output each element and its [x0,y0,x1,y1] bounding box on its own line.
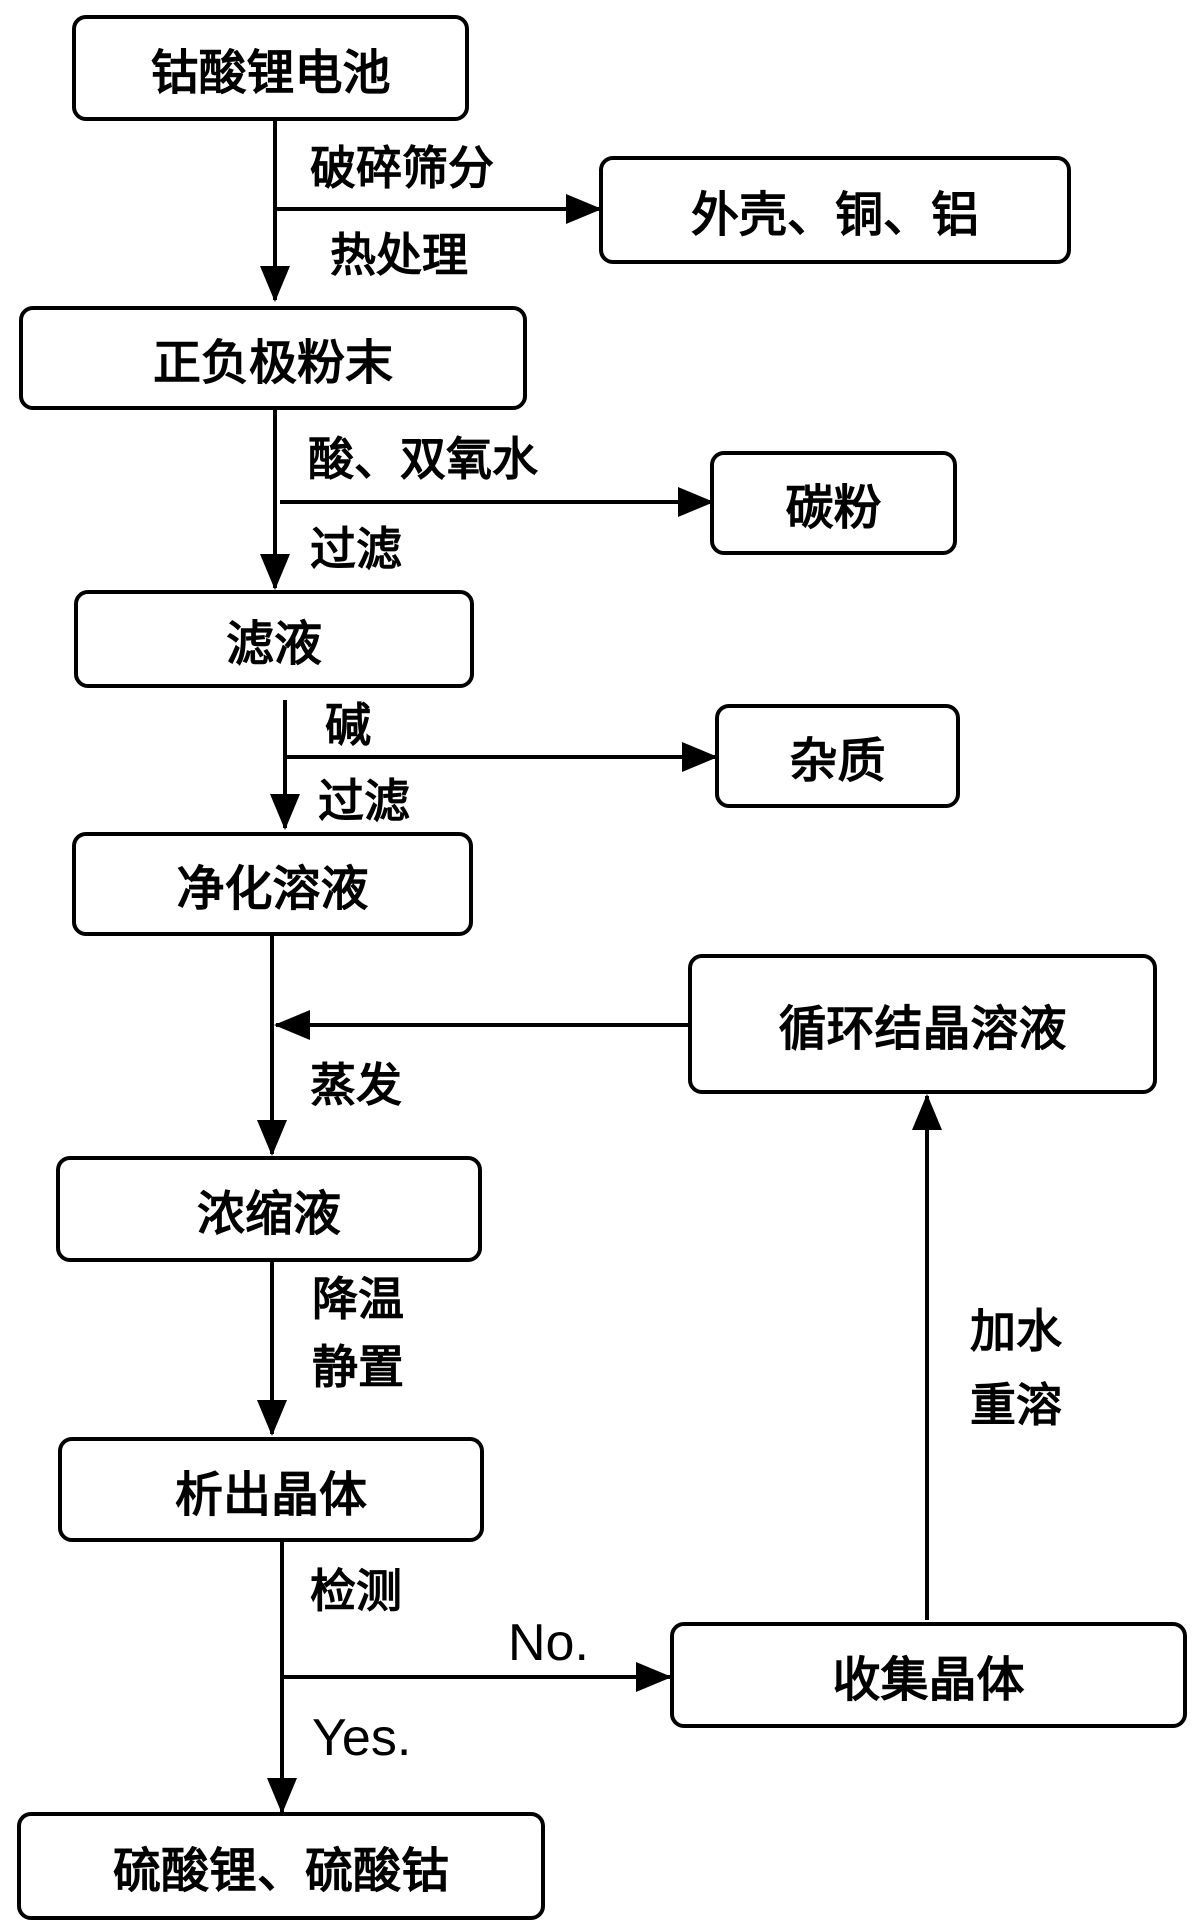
label-evaporate: 蒸发 [310,1058,402,1112]
node-filtrate: 滤液 [74,590,474,688]
label-yes: Yes. [312,1709,412,1767]
node-carbon: 碳粉 [710,451,957,555]
label-filter-2: 过滤 [318,774,410,828]
node-product: 硫酸锂、硫酸钴 [17,1812,545,1920]
label-acid: 酸、双氧水 [308,432,538,486]
label-crush: 破碎筛分 [310,141,494,195]
node-recycle: 循环结晶溶液 [688,954,1157,1094]
label-detect: 检测 [310,1564,402,1618]
node-crystal: 析出晶体 [58,1437,484,1542]
label-alkali: 碱 [325,698,371,752]
node-impurity: 杂质 [715,704,960,808]
label-stand: 静置 [312,1340,404,1394]
label-redissolve: 重溶 [970,1378,1062,1432]
node-concentrate: 浓缩液 [56,1156,482,1262]
node-battery: 钴酸锂电池 [72,15,469,121]
node-powder: 正负极粉末 [19,306,527,410]
node-collect: 收集晶体 [670,1622,1187,1728]
node-shell: 外壳、铜、铝 [599,156,1071,264]
label-filter-1: 过滤 [310,522,402,576]
label-cool: 降温 [312,1272,404,1326]
node-purified: 净化溶液 [72,832,473,936]
label-heat: 热处理 [330,228,468,282]
label-add-water: 加水 [970,1304,1062,1358]
label-no: No. [508,1614,589,1672]
